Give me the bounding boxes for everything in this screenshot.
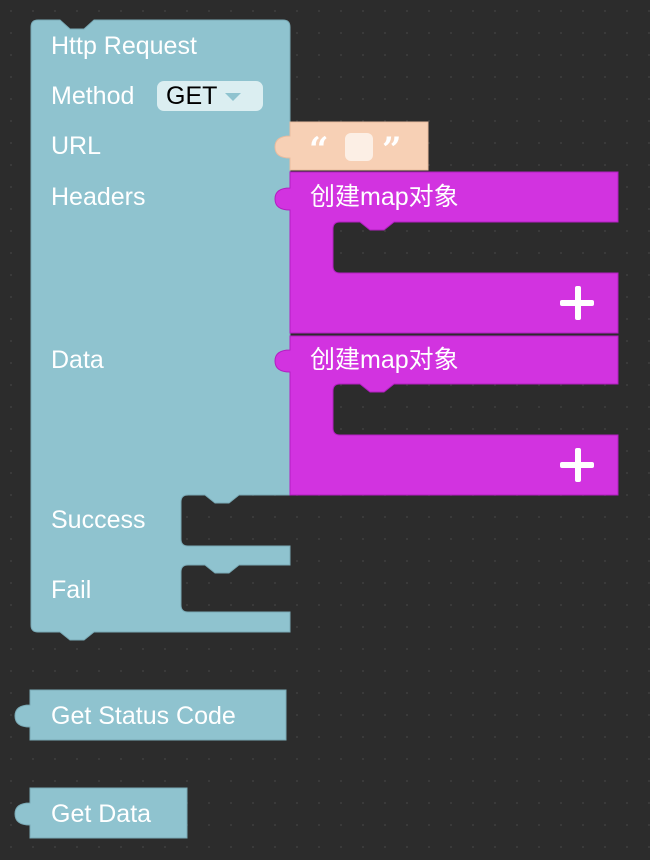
success-label: Success xyxy=(51,506,146,534)
url-label: URL xyxy=(51,132,102,160)
map-block-1[interactable] xyxy=(274,171,619,334)
http-request-title: Http Request xyxy=(51,32,197,60)
get-status-code-label: Get Status Code xyxy=(51,702,236,730)
map-block-1-label: 创建map对象 xyxy=(310,183,459,211)
map-block-2[interactable] xyxy=(274,335,619,496)
plus-icon[interactable] xyxy=(557,283,597,323)
map-block-2-label: 创建map对象 xyxy=(310,346,459,374)
fail-label: Fail xyxy=(51,576,92,604)
method-dropdown[interactable]: GET xyxy=(157,81,263,111)
get-data-block[interactable] xyxy=(14,787,188,839)
plus-icon[interactable] xyxy=(557,445,597,485)
open-quote-icon: “ xyxy=(309,130,329,170)
get-data-label: Get Data xyxy=(51,800,152,828)
method-value: GET xyxy=(166,82,218,110)
method-label: Method xyxy=(51,82,135,110)
dropdown-arrow-icon xyxy=(225,93,242,101)
http-request-block[interactable] xyxy=(30,19,291,641)
headers-label: Headers xyxy=(51,183,146,211)
string-input[interactable] xyxy=(345,133,373,161)
close-quote-icon: ” xyxy=(382,130,402,170)
get-status-code-block[interactable] xyxy=(14,689,287,741)
data-label: Data xyxy=(51,346,104,374)
